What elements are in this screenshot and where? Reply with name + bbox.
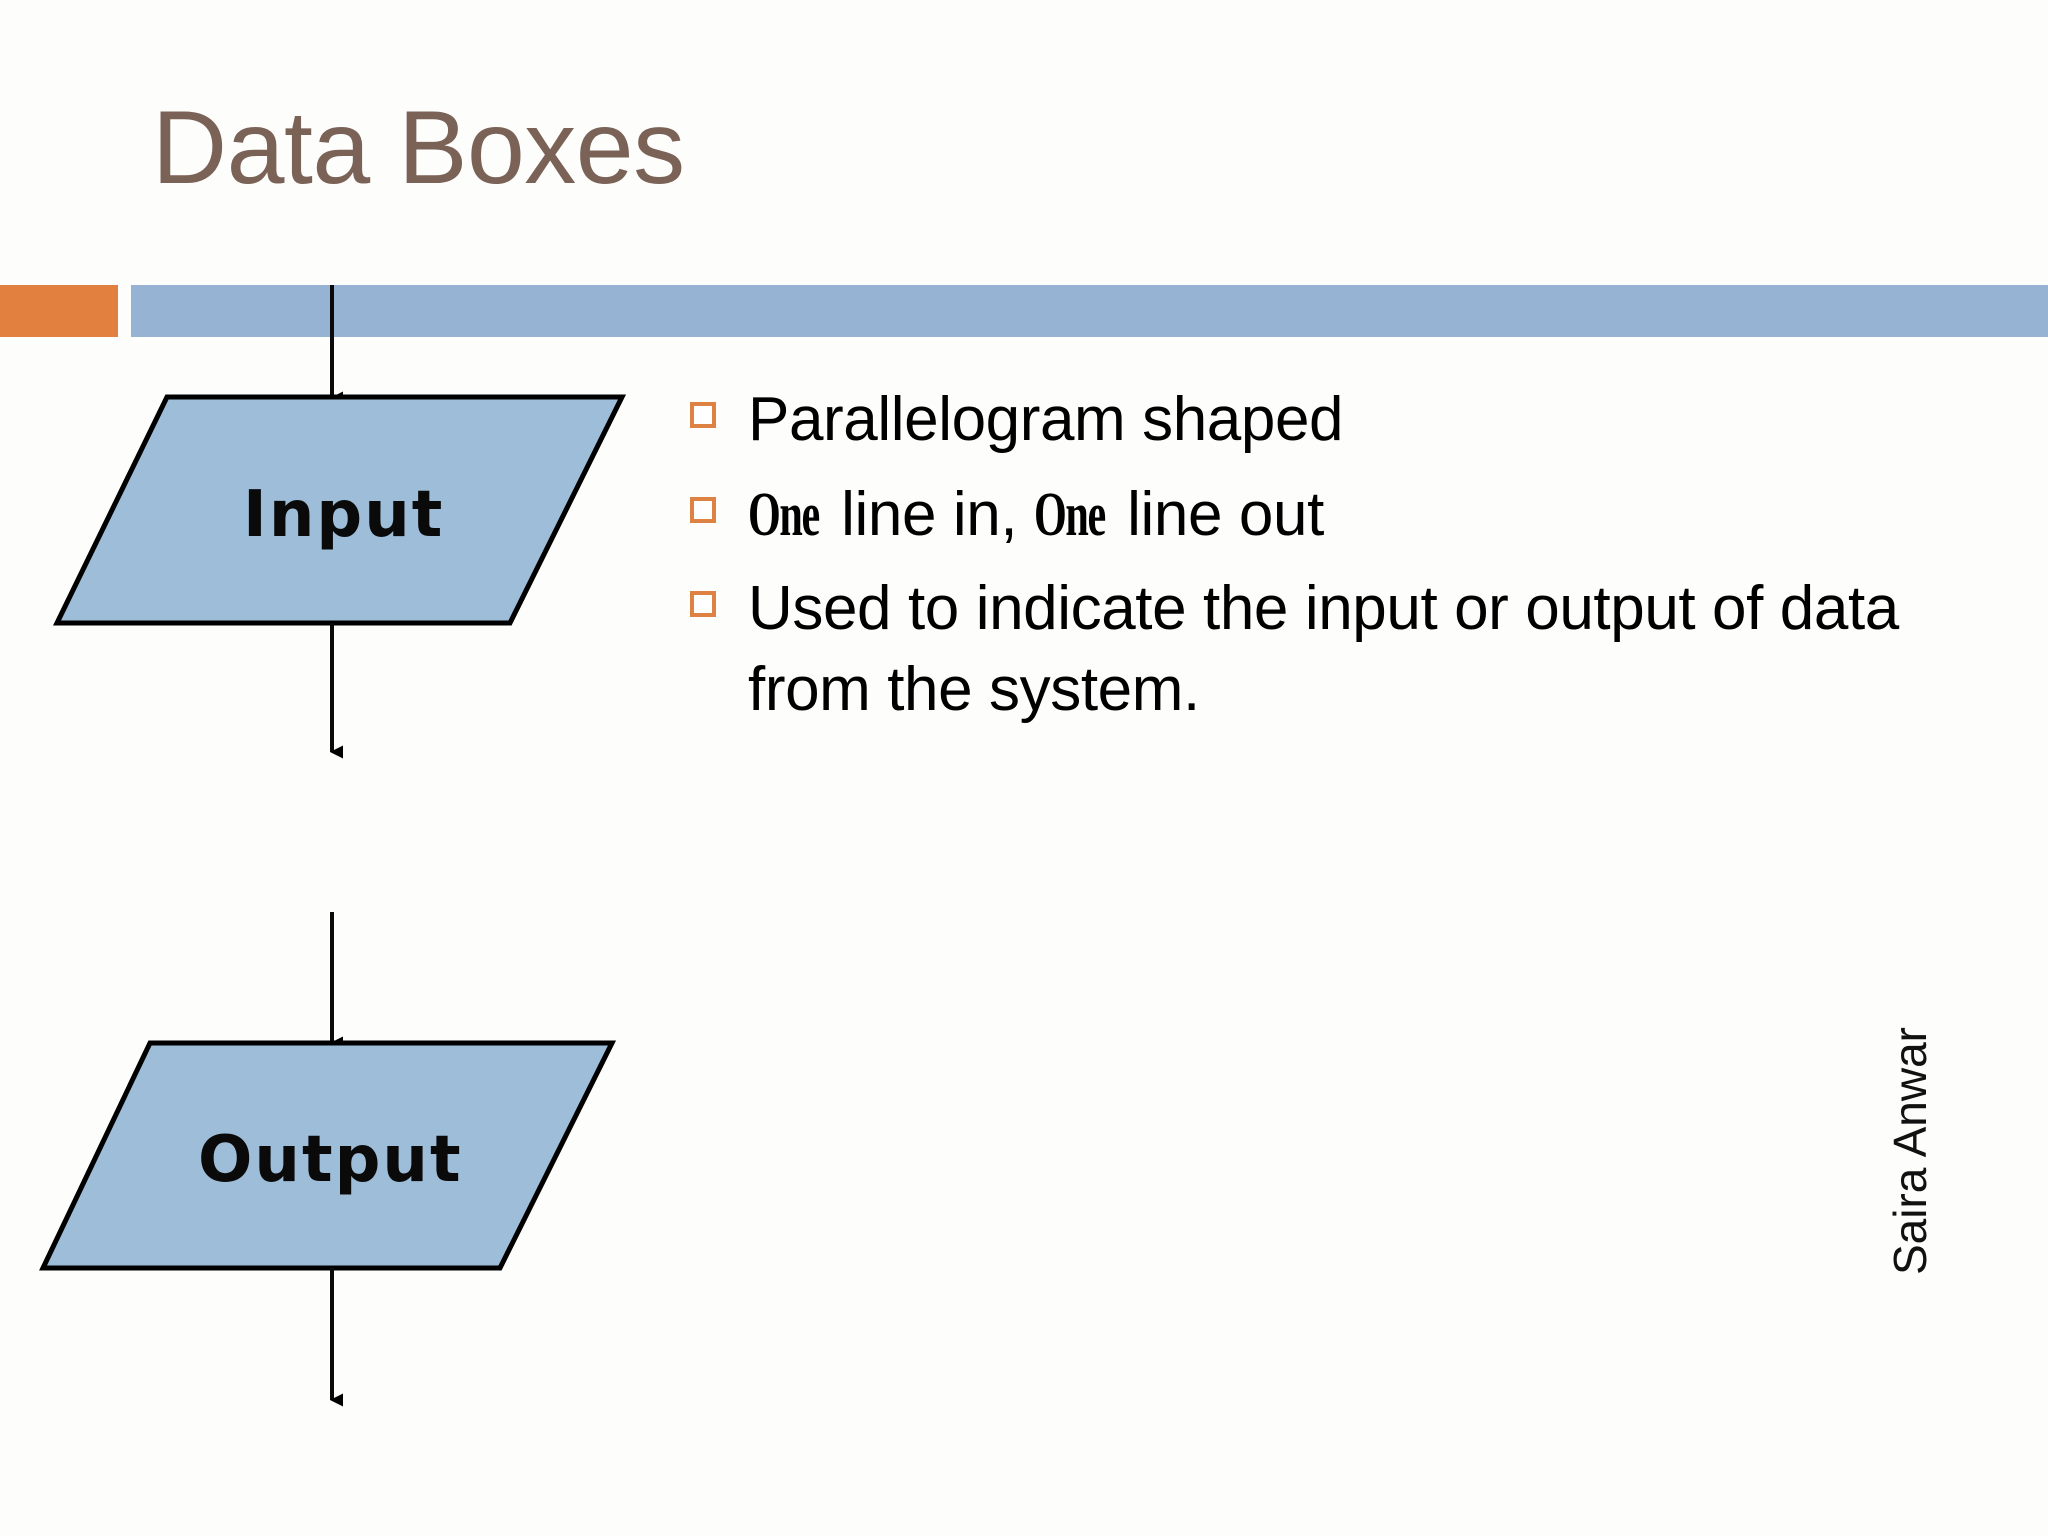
divider-accent-block	[0, 285, 118, 337]
bullet-text-2: One line in, One line out	[748, 475, 1960, 556]
bullet-2-post: line out	[1110, 479, 1324, 549]
node-output-label: Output	[198, 1123, 463, 1197]
node-input-label: Input	[243, 478, 445, 552]
node-output-shape	[39, 1040, 617, 1271]
bullet-3-text: Used to indicate the input or output of …	[748, 574, 1899, 724]
divider-bar	[131, 285, 2048, 337]
bullet-list: Parallelogram shaped One line in, One li…	[690, 380, 1960, 744]
bullet-2-emph-one-a: One	[748, 480, 820, 549]
bullet-2-emph-one-b: One	[1034, 480, 1106, 549]
bullet-1-text: Parallelogram shaped	[748, 385, 1344, 454]
square-bullet-icon	[690, 402, 716, 428]
bullet-item-2: One line in, One line out	[690, 475, 1960, 556]
bullet-text-3: Used to indicate the input or output of …	[748, 569, 1960, 730]
square-bullet-icon	[690, 591, 716, 618]
page-title: Data Boxes	[152, 90, 685, 206]
author-credit: Saira Anwar	[1883, 1026, 1936, 1276]
flowchart-diagram	[39, 285, 627, 1407]
bullet-2-mid: line in,	[824, 479, 1035, 549]
bullet-item-1: Parallelogram shaped	[690, 380, 1960, 461]
bullet-item-3: Used to indicate the input or output of …	[690, 569, 1960, 730]
square-bullet-icon	[690, 496, 716, 523]
bullet-text-1: Parallelogram shaped	[748, 380, 1960, 461]
node-input-shape	[53, 394, 627, 626]
